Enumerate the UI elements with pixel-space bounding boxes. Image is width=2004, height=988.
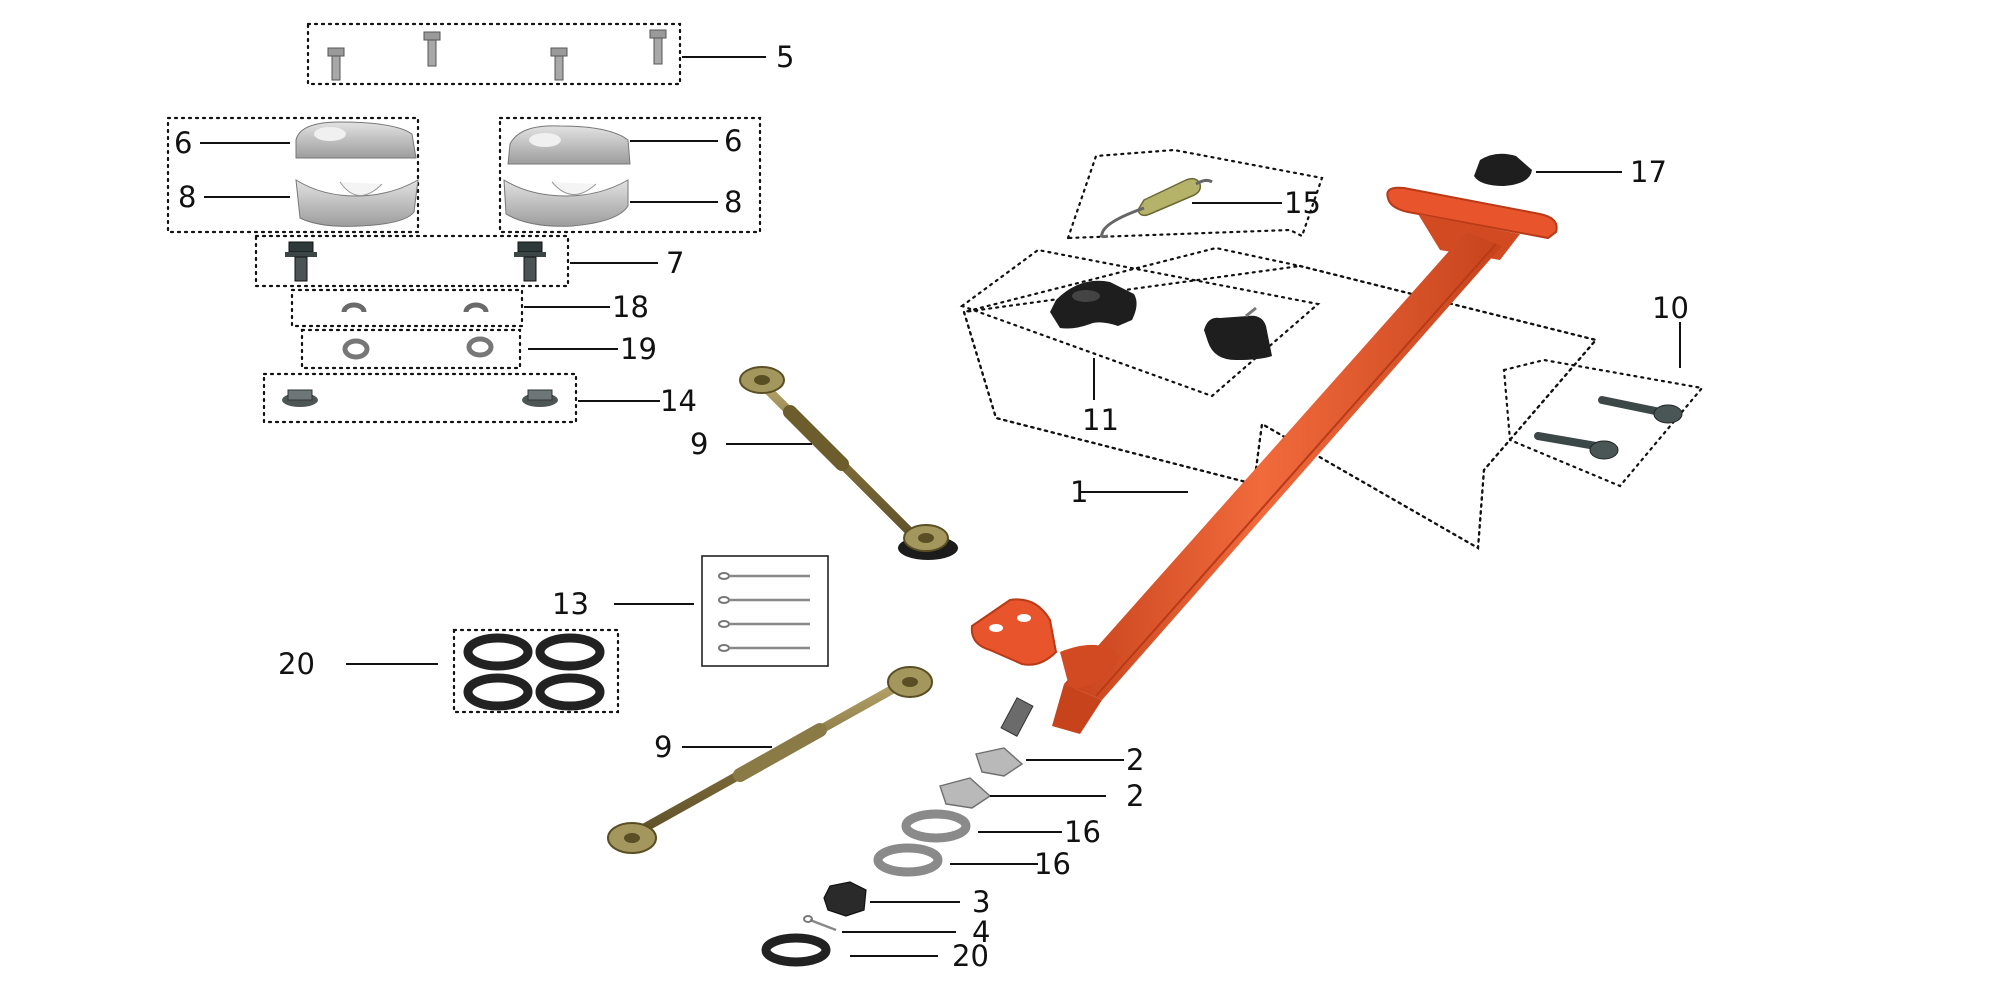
bushing-2b: 2	[939, 777, 1144, 813]
bolt-group-7: 7	[254, 234, 684, 288]
callout-label: 15	[1284, 186, 1321, 220]
bolt-icon	[327, 47, 345, 81]
spring-washer-icon	[341, 302, 367, 313]
callout-label: 11	[1082, 403, 1119, 437]
cotter-pin-icon	[718, 596, 810, 604]
callout-label: 20	[278, 647, 315, 681]
rubber-mount-icon	[1050, 280, 1137, 329]
mounting-outline	[962, 246, 1599, 550]
flat-washer-icon	[901, 809, 971, 843]
washer-16a: 16	[901, 809, 1101, 849]
flat-washer-icon	[342, 338, 370, 360]
bushing-icon	[975, 747, 1024, 777]
flange-nut-icon	[282, 389, 318, 407]
nut-group-14: 14	[262, 372, 697, 424]
ball-joint-icon	[607, 822, 657, 854]
callout-label: 18	[612, 290, 649, 324]
ball-joint-icon	[887, 666, 933, 698]
bolt-icon	[1598, 396, 1683, 424]
bolt-icon	[649, 29, 667, 65]
rubber-washer-icon	[761, 933, 831, 967]
flat-washer-icon	[466, 336, 494, 358]
callout-label: 9	[690, 427, 708, 461]
hook-plate-icon	[1100, 177, 1213, 239]
bolt-group-10: 10	[1502, 291, 1705, 488]
flange-nut-icon	[522, 389, 558, 407]
flat-washer-icon	[873, 843, 943, 877]
nut-3: 3	[823, 881, 990, 919]
callout-label: 6	[724, 124, 742, 158]
clamp-group-left: 6 8	[166, 116, 420, 234]
washer-group-18: 18	[290, 288, 649, 328]
pin-4: 4	[803, 915, 990, 949]
lower-clamp-icon	[503, 179, 629, 227]
rubber-washer-icon	[535, 673, 605, 711]
mount-group-11: 11	[959, 248, 1321, 437]
upper-clamp-icon	[507, 125, 631, 165]
washer-20b: 20	[761, 933, 989, 973]
cap-17: 17	[1474, 153, 1667, 189]
callout-label: 13	[552, 587, 589, 621]
cotter-pin-group-13: 13	[552, 555, 829, 667]
callout-label: 3	[972, 885, 990, 919]
callout-label: 1	[1070, 475, 1088, 509]
bolt-group-5: 5	[306, 22, 794, 86]
cotter-pin-icon	[718, 572, 810, 580]
cotter-pin-icon	[809, 918, 837, 932]
ball-joint-icon	[739, 366, 785, 394]
bushing-2a: 2	[975, 743, 1144, 777]
castle-nut-icon	[823, 881, 867, 917]
spring-washer-icon	[463, 302, 489, 313]
callout-label: 4	[972, 915, 990, 949]
callout-label: 5	[776, 40, 794, 74]
cotter-pin-icon	[718, 644, 810, 652]
callout-label: 8	[724, 185, 742, 219]
bolt-icon	[550, 47, 568, 81]
washer-group-19: 19	[300, 328, 657, 370]
callout-label: 14	[660, 384, 697, 418]
callout-label: 8	[178, 180, 196, 214]
steering-column: 1	[970, 186, 1558, 737]
rubber-washer-icon	[463, 633, 533, 671]
ball-joint-icon	[898, 524, 958, 560]
callout-label: 16	[1064, 815, 1101, 849]
upper-clamp-icon	[295, 121, 417, 159]
callout-label: 17	[1630, 155, 1667, 189]
bolt-icon	[1534, 432, 1619, 460]
callout-label: 7	[666, 246, 684, 280]
clamp-group-right: 6 8	[498, 116, 762, 234]
callout-label: 2	[1126, 743, 1144, 777]
callout-label: 16	[1034, 847, 1071, 881]
cotter-pin-icon	[718, 620, 810, 628]
tie-rod-lower: 9	[607, 666, 933, 854]
hook-group-15: 15	[1066, 148, 1324, 240]
bushing-icon	[939, 777, 992, 809]
rubber-washer-icon	[535, 633, 605, 671]
flange-bolt-icon	[514, 241, 546, 282]
callout-label: 9	[654, 730, 672, 764]
lower-clamp-icon	[295, 179, 419, 227]
callout-label: 20	[952, 939, 989, 973]
washer-group-20: 20	[278, 628, 620, 714]
callout-label: 19	[620, 332, 657, 366]
callout-label: 2	[1126, 779, 1144, 813]
rubber-washer-icon	[463, 673, 533, 711]
flange-bolt-icon	[285, 241, 317, 282]
rubber-cap-icon	[1474, 153, 1532, 186]
washer-16b: 16	[873, 843, 1071, 881]
rubber-mount-icon	[1204, 306, 1272, 360]
bolt-icon	[423, 31, 441, 67]
callout-label: 10	[1652, 291, 1689, 325]
callout-label: 6	[174, 126, 192, 160]
tie-rod-upper: 9	[690, 366, 958, 560]
